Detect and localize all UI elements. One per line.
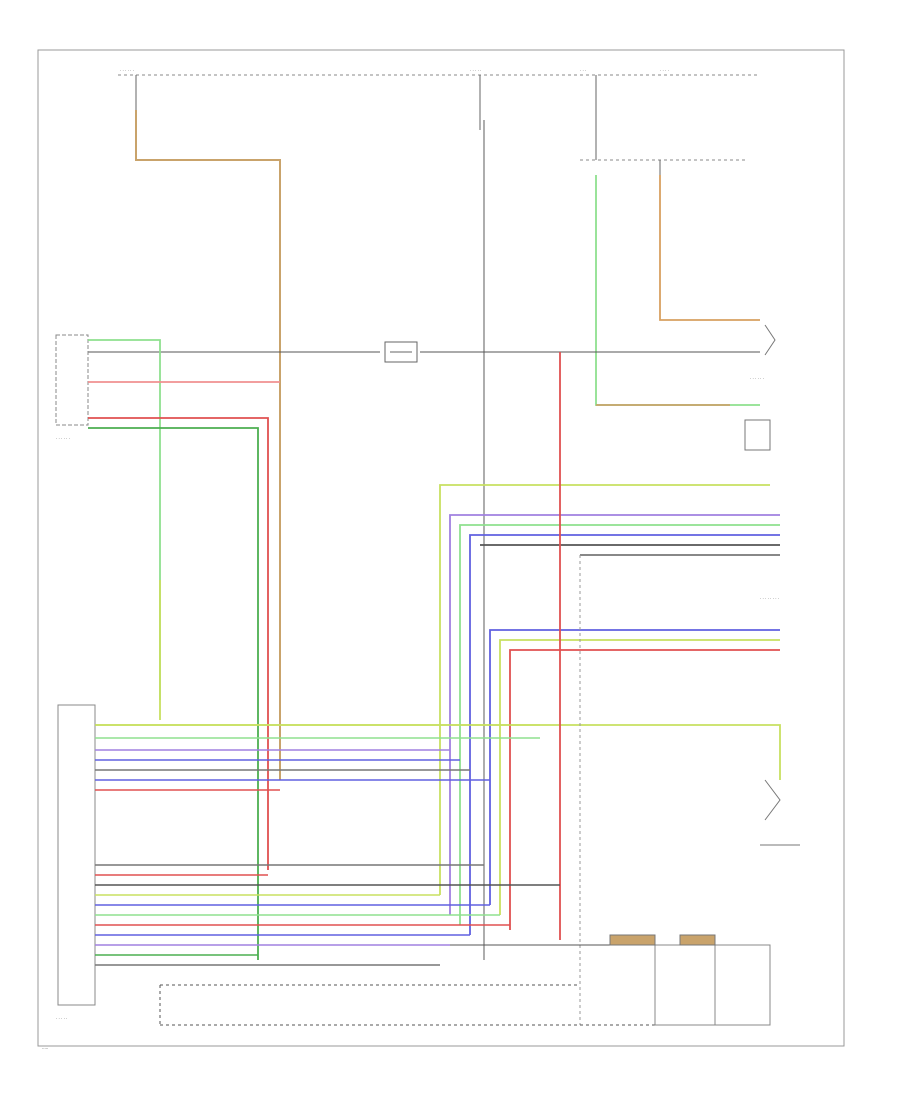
fuse-stubs [135,75,661,175]
ground-bus [159,944,770,1026]
top-power-rails [118,74,760,161]
wires-ecm-lower [95,864,560,966]
wire-tan-main [135,110,281,780]
wires-ecm-upper [95,724,540,791]
ecm [57,704,96,1006]
svg-text:· · · · · ·: · · · · · · [120,68,134,73]
wire-green-right [595,175,760,406]
brake-switch [55,334,89,426]
labels: · · · · · · · · · · · · · · · · · · · · … [56,68,779,1021]
svg-text:· · ·: · · · [580,68,586,73]
overdrive-switch [760,779,800,846]
wires-left-switch [88,339,280,960]
park-neutral-switch [744,419,771,451]
page-label: ····· [42,1046,48,1051]
throttle-sensor [764,324,776,356]
diagram-frame [37,49,845,1047]
relay-block [609,934,771,1026]
svg-text:· · · · ·: · · · · · [56,1016,67,1021]
svg-text:· · · ·: · · · · [660,68,669,73]
svg-text:· · · · · · · ·: · · · · · · · · [760,596,779,601]
wires-right-bundle [439,484,780,1025]
svg-text:· · · · · ·: · · · · · · [56,436,70,441]
svg-text:· · · · ·: · · · · · [470,68,481,73]
connector-block [384,341,418,363]
svg-text:· · · · · ·: · · · · · · [750,376,764,381]
